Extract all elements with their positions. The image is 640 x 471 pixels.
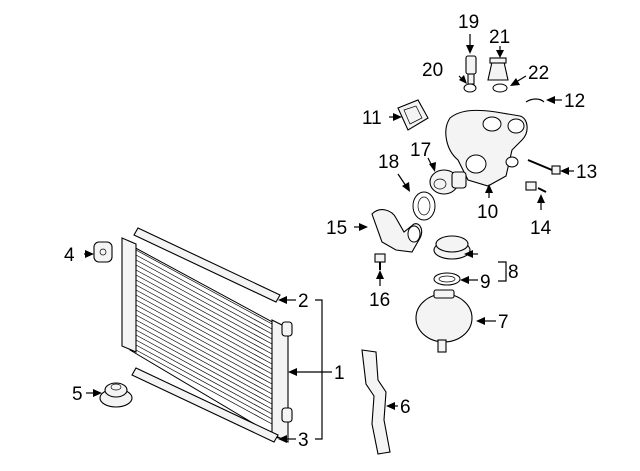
thermostat-housing <box>445 109 528 187</box>
housing-bolt <box>527 159 561 175</box>
hose-clip <box>525 98 545 103</box>
callout-12: 12 <box>564 91 585 112</box>
mount-bolt <box>525 181 547 193</box>
radiator-fin <box>135 289 273 365</box>
callout-labels: 1 2 3 4 5 6 7 8 9 10 11 12 13 14 15 16 1… <box>64 12 597 451</box>
upper-seal-strip <box>133 227 281 303</box>
radiator-fin <box>135 304 273 380</box>
radiator-fin <box>135 334 273 410</box>
callout-21: 21 <box>489 27 510 48</box>
callout-9: 9 <box>480 272 491 293</box>
callout-1: 1 <box>334 363 345 384</box>
radiator-fin <box>135 294 273 370</box>
radiator-fin <box>135 264 273 340</box>
callout-8: 8 <box>508 262 519 283</box>
cap-seal <box>433 272 461 286</box>
temperature-sensor <box>465 55 477 85</box>
radiator-fin <box>135 349 273 425</box>
callout-17: 17 <box>410 140 431 161</box>
leader-lines <box>84 34 574 443</box>
callout-3: 3 <box>298 430 309 451</box>
callout-18: 18 <box>378 152 399 173</box>
radiator-fin <box>135 339 273 415</box>
sensor-o-ring <box>463 83 477 93</box>
radiator-fin <box>135 259 273 335</box>
radiator-fin <box>135 319 273 395</box>
callout-15: 15 <box>326 218 347 239</box>
callout-10: 10 <box>477 202 498 223</box>
radiator-fin <box>135 269 273 345</box>
radiator-fin <box>135 309 273 385</box>
lower-mount <box>99 382 133 408</box>
callout-5: 5 <box>72 384 83 405</box>
coolant-pipe <box>371 209 423 253</box>
callout-13: 13 <box>576 162 597 183</box>
callout-4: 4 <box>64 245 75 266</box>
mount-bushing <box>93 241 113 263</box>
radiator-fin <box>135 249 273 325</box>
plug-o-ring <box>492 83 508 93</box>
air-guide-bracket <box>361 349 391 455</box>
radiator-fin <box>135 299 273 375</box>
tank-cap <box>433 235 471 260</box>
radiator-fin <box>135 314 273 390</box>
callout-11: 11 <box>362 108 382 129</box>
lower-seal-strip <box>131 367 279 443</box>
callout-16: 16 <box>369 290 390 311</box>
callout-22: 22 <box>528 63 549 84</box>
radiator-fin <box>135 344 273 420</box>
callout-19: 19 <box>458 12 479 33</box>
radiator-fin <box>135 274 273 350</box>
callout-6: 6 <box>400 397 411 418</box>
pipe-bolt <box>374 253 386 270</box>
callout-7: 7 <box>498 312 509 333</box>
callout-14: 14 <box>530 218 552 239</box>
callout-2: 2 <box>298 291 309 312</box>
radiator-fin <box>135 324 273 400</box>
radiator-fin <box>135 279 273 355</box>
radiator-fin <box>135 254 273 330</box>
radiator-fin <box>135 284 273 360</box>
expansion-tank <box>415 289 473 353</box>
radiator <box>121 237 293 443</box>
callout-20: 20 <box>422 60 443 81</box>
housing-plug <box>487 57 509 81</box>
o-ring <box>412 191 436 221</box>
gasket <box>397 99 429 131</box>
thermostat <box>429 169 467 195</box>
radiator-fin <box>135 329 273 405</box>
